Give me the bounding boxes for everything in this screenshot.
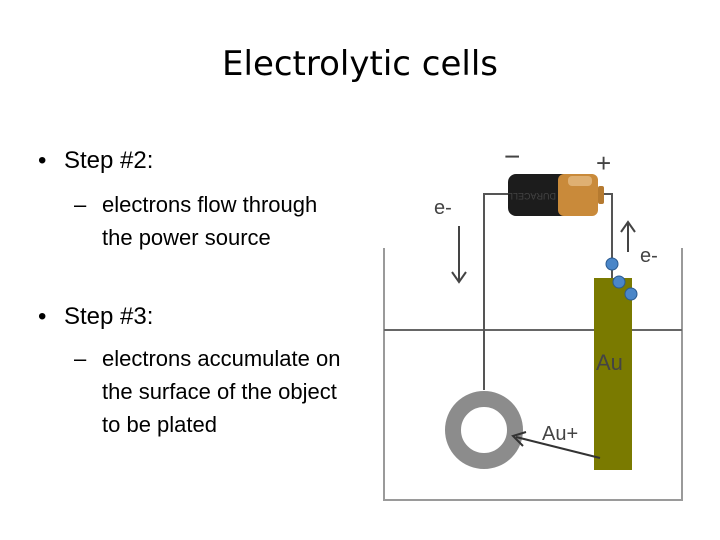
bullet-step-2: • Step #2: (38, 146, 153, 176)
arrow-down-icon (451, 226, 467, 284)
electrode-label: Au (596, 350, 623, 375)
sub-bullet-text: electrons accumulate on the surface of t… (102, 346, 341, 437)
wire-left (483, 193, 512, 390)
electron-dot (612, 275, 626, 289)
electrolytic-cell-diagram: DURACELL − + e- e- Au Au+ (383, 141, 683, 501)
electron-label-right: e- (640, 245, 658, 267)
bullet-step-3: • Step #3: (38, 302, 153, 332)
electron-label-left: e- (434, 197, 452, 219)
gold-electrode (594, 278, 632, 470)
battery-brand-label: DURACELL (508, 191, 556, 201)
bullet-label: Step #2: (64, 147, 154, 174)
sub-bullet-step-2: – electrons flow through the power sourc… (74, 188, 344, 254)
bullet-marker: • (38, 147, 47, 174)
object-ring (445, 391, 523, 469)
bullet-label: Step #3: (64, 303, 154, 330)
sub-bullet-text: electrons flow through the power source (102, 192, 318, 250)
minus-sign: − (504, 141, 520, 172)
slide-title: Electrolytic cells (222, 44, 498, 84)
dash-marker: – (74, 346, 87, 371)
plus-sign: + (596, 148, 611, 178)
electron-dot (605, 257, 619, 271)
arrow-up-icon (620, 220, 636, 252)
electron-dot (624, 287, 638, 301)
bullet-marker: • (38, 303, 47, 330)
beaker-outline (383, 248, 683, 501)
dash-marker: – (74, 192, 87, 217)
battery-icon: DURACELL (508, 174, 604, 216)
ion-label: Au+ (542, 423, 578, 445)
arrow-to-ring-icon (511, 431, 601, 459)
sub-bullet-step-3: – electrons accumulate on the surface of… (74, 342, 344, 441)
